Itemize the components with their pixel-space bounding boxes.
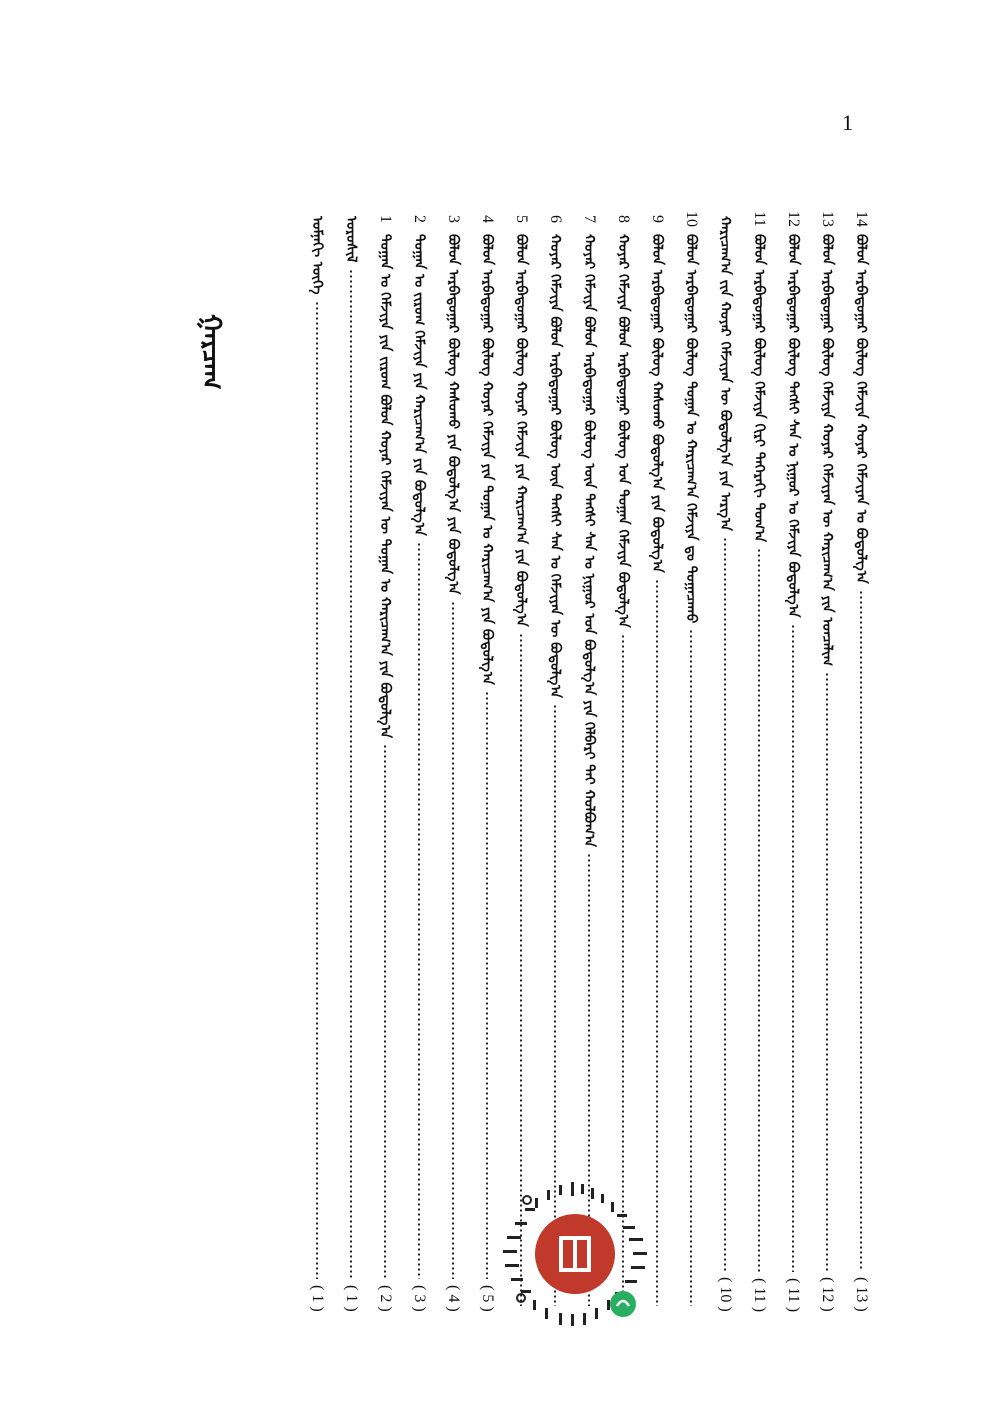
toc-entry-page: ( 10 ) (717, 1277, 734, 1312)
toc-entry-number: 9 (649, 215, 666, 223)
toc-entry-page: ( 4 ) (445, 1285, 462, 1312)
toc-entry-title: ᠪᠣᠯᠤᠨ ᠠᠷᠪᠠᠳᠤᠭᠠᠷ ᠪᠦᠯᠦᠭ ᠬᠡᠮᠵᠢᠶᠡ ᠬᠢᠷᠢ ᠳᠡᠭᠡᠷ… (751, 234, 767, 543)
toc-leader-dots (486, 690, 488, 1280)
toc-entry-number: 6 (547, 215, 564, 223)
toc-leader-dots (758, 548, 760, 1272)
toc-leader-dots (792, 623, 794, 1272)
toc-entry-page: ( 12 ) (819, 1277, 836, 1312)
toc-entry-title: ᠲᠣᠭᠠᠨ ᠤ ᠬᠡᠮᠵᠢᠶᠡ ᠶᠢᠨ ᠵᠢᠷᠤᠭ ᠪᠣᠯᠤᠨ ᠬᠣᠶᠠᠷ ᠬᠡ… (377, 234, 393, 739)
toc-entry-page: ( 5 ) (479, 1285, 496, 1312)
toc-leader-dots (656, 578, 658, 1306)
toc-entry-number: 3 (445, 215, 462, 223)
toc-leader-dots (350, 268, 352, 1280)
toc-entry-title: ᠤᠮᠨᠠᠬᠢ ᠦᠭᠡ (309, 216, 325, 295)
toc-leader-dots (418, 541, 420, 1280)
toc-entry-page: ( 1 ) (343, 1285, 360, 1312)
toc-entry-number: 5 (513, 215, 530, 223)
toc-entry-number: 14 (853, 211, 870, 227)
toc-entry[interactable]: 4 ᠪᠣᠯᠤᠨ ᠠᠷᠪᠠᠳᠤᠭᠠᠷ ᠪᠦᠯᠦᠭ ᠬᠣᠶᠠᠷ ᠬᠡᠮᠵᠢᠶᠡ ᠶᠢᠨ… (472, 210, 502, 1312)
toc-leader-dots (724, 537, 726, 1272)
toc-entry-number: 12 (785, 211, 802, 227)
toc-entry-title: ᠪᠣᠯᠤᠨ ᠠᠷᠪᠠᠳᠤᠭᠠᠷ ᠪᠦᠯᠦᠭ ᠬᠡᠮᠵᠢᠶᠡ ᠬᠣᠶᠠᠷ ᠬᠡᠮᠵ… (853, 234, 869, 584)
toc-entry-page: ( 1 ) (309, 1285, 326, 1312)
toc-entry-title: ᠬᠠᠷᠢᠴᠠᠭ᠎ᠠ ᠵᠢᠨ ᠬᠣᠶᠠᠷ ᠬᠡᠮᠵᠢᠶᠡᠨ ᠦ ᠪᠣᠳᠤᠯᠭ᠎ᠠ … (717, 216, 733, 532)
mini-program-code-icon[interactable] (497, 1180, 653, 1330)
toc-entry-title: ᠬᠣᠶᠠᠷ ᠬᠡᠮᠵᠢᠶᠡ ᠪᠣᠯᠤᠨ ᠠᠷᠪᠠᠳᠤᠭᠠᠷ ᠪᠦᠯᠦᠭ ᠦᠨ ᠲ… (547, 234, 563, 699)
toc-entry-number: 2 (411, 215, 428, 223)
toc-entry-page: ( 11 ) (785, 1277, 802, 1312)
toc-entry-title: ᠪᠣᠯᠤᠨ ᠠᠷᠪᠠᠳᠤᠭᠠᠷ ᠪᠦᠯᠦᠭ ᠬᠣᠶᠠᠷ ᠬᠡᠮᠵᠢᠶᠡ ᠶᠢᠨ … (479, 234, 495, 685)
toc-entry-title: ᠪᠣᠯᠤᠨ ᠠᠷᠪᠠᠳᠤᠭᠠᠷ ᠪᠦᠯᠦᠭ ᠬᠠᠰᠤᠬᠤ ᠪᠣᠳᠤᠯᠭ᠎ᠠ ᠶᠢ… (649, 234, 665, 573)
toc-leader-dots (384, 744, 386, 1280)
toc-entry[interactable]: 11 ᠪᠣᠯᠤᠨ ᠠᠷᠪᠠᠳᠤᠭᠠᠷ ᠪᠦᠯᠦᠭ ᠬᠡᠮᠵᠢᠶᠡ ᠬᠢᠷᠢ ᠳᠡᠭ… (744, 210, 774, 1312)
toc-entry-page: ( 13 ) (853, 1277, 870, 1312)
toc-entry-number: 11 (751, 211, 768, 227)
toc-entry-title: ᠪᠣᠯᠤᠨ ᠠᠷᠪᠠᠳᠤᠭᠠᠷ ᠪᠦᠯᠦᠭ ᠲᠣᠭᠠᠨ ᠤ ᠬᠠᠷᠢᠴᠠᠭ᠎ᠠ … (683, 234, 699, 624)
toc-entry[interactable]: 10 ᠪᠣᠯᠤᠨ ᠠᠷᠪᠠᠳᠤᠭᠠᠷ ᠪᠦᠯᠦᠭ ᠲᠣᠭᠠᠨ ᠤ ᠬᠠᠷᠢᠴᠠᠭ᠎… (676, 210, 706, 1312)
toc-entry-number: 13 (819, 211, 836, 227)
toc-leader-dots (588, 853, 590, 1306)
toc-leader-dots (826, 672, 828, 1272)
toc-entry-page: ( 3 ) (411, 1285, 428, 1312)
toc-entry-title: ᠪᠣᠯᠤᠨ ᠠᠷᠪᠠᠳᠤᠭᠠᠷ ᠪᠦᠯᠦᠭ ᠬᠣᠶᠠᠷ ᠬᠡᠮᠵᠢᠶᠡ ᠶᠢᠨ … (513, 234, 529, 627)
toc-entry[interactable]: 7 ᠬᠣᠶᠠᠷ ᠬᠡᠮᠵᠢᠶᠡ ᠪᠣᠯᠤᠨ ᠠᠷᠪᠠᠳᠤᠭᠠᠷ ᠪᠦᠯᠦᠭ ᠦᠨ … (574, 210, 604, 1312)
toc-entry-number: 1 (377, 215, 394, 223)
toc-entry-page: ( 11 ) (751, 1277, 768, 1312)
toc-entry[interactable]: 12 ᠪᠣᠯᠤᠨ ᠠᠷᠪᠠᠳᠤᠭᠠᠷ ᠪᠦᠯᠦᠭ ᠲᠡᠭᠰᠢ ᠰᠠᠨ ᠤ ᠨᠢᠭᠤ… (778, 210, 808, 1312)
toc-entry-title: ᠪᠣᠯᠤᠨ ᠠᠷᠪᠠᠳᠤᠭᠠᠷ ᠪᠦᠯᠦᠭ ᠲᠡᠭᠰᠢ ᠰᠠᠨ ᠤ ᠨᠢᠭᠤᠷ … (785, 234, 801, 618)
toc-entry-title: ᠪᠣᠯᠤᠨ ᠠᠷᠪᠠᠳᠤᠭᠠᠷ ᠪᠦᠯᠦᠭ ᠬᠡᠮᠵᠢᠶᠡ ᠬᠣᠶᠠᠷ ᠬᠡᠮᠵ… (819, 234, 835, 667)
toc-entry-number: 10 (683, 211, 700, 227)
miniprogram-badge-icon (610, 1291, 636, 1317)
toc-entry-page: ( 2 ) (377, 1285, 394, 1312)
toc-entry[interactable]: 3 ᠪᠣᠯᠤᠨ ᠠᠷᠪᠠᠳᠤᠭᠠᠷ ᠪᠦᠯᠦᠭ ᠬᠠᠰᠤᠬᠤ ᠶᠢᠨ ᠪᠣᠳᠤᠯᠭ… (438, 210, 468, 1312)
toc-entry[interactable]: 2 ᠲᠣᠭᠠᠨ ᠤ ᠵᠢᠷᠤᠭ ᠬᠡᠮᠵᠢᠶᠡ ᠶᠢᠨ ᠬᠠᠷᠢᠴᠠᠭ᠎ᠠ ᠶᠢᠨ… (404, 210, 434, 1312)
toc-title: ᠭᠠᠷᠴᠠᠭ (196, 314, 226, 390)
toc-entry[interactable]: ᠣᠷᠣᠰᠢᠯ ( 1 ) (336, 210, 366, 1312)
toc-entry[interactable]: 14 ᠪᠣᠯᠤᠨ ᠠᠷᠪᠠᠳᠤᠭᠠᠷ ᠪᠦᠯᠦᠭ ᠬᠡᠮᠵᠢᠶᠡ ᠬᠣᠶᠠᠷ ᠬᠡ… (846, 210, 876, 1312)
toc-leader-dots (520, 632, 522, 1306)
toc-leader-dots (554, 704, 556, 1306)
toc-entry[interactable]: 8 ᠬᠣᠶᠠᠷ ᠬᠡᠮᠵᠢᠶᠡ ᠪᠣᠯᠤᠨ ᠠᠷᠪᠠᠳᠤᠭᠠᠷ ᠪᠦᠯᠦᠭ ᠤᠨ … (608, 210, 638, 1312)
toc-entry-number: 4 (479, 215, 496, 223)
toc-entry[interactable]: ᠬᠠᠷᠢᠴᠠᠭ᠎ᠠ ᠵᠢᠨ ᠬᠣᠶᠠᠷ ᠬᠡᠮᠵᠢᠶᠡᠨ ᠦ ᠪᠣᠳᠤᠯᠭ᠎ᠠ … (710, 210, 740, 1312)
page-number: 1 (842, 110, 853, 135)
toc-entry[interactable]: 13 ᠪᠣᠯᠤᠨ ᠠᠷᠪᠠᠳᠤᠭᠠᠷ ᠪᠦᠯᠦᠭ ᠬᠡᠮᠵᠢᠶᠡ ᠬᠣᠶᠠᠷ ᠬᠡ… (812, 210, 842, 1312)
toc-leader-dots (452, 600, 454, 1280)
toc-entry[interactable]: 9 ᠪᠣᠯᠤᠨ ᠠᠷᠪᠠᠳᠤᠭᠠᠷ ᠪᠦᠯᠦᠭ ᠬᠠᠰᠤᠬᠤ ᠪᠣᠳᠤᠯᠭ᠎ᠠ ᠶ… (642, 210, 672, 1312)
toc-leader-dots (316, 300, 318, 1280)
toc-entry-title: ᠪᠣᠯᠤᠨ ᠠᠷᠪᠠᠳᠤᠭᠠᠷ ᠪᠦᠯᠦᠭ ᠬᠠᠰᠤᠬᠤ ᠶᠢᠨ ᠪᠣᠳᠤᠯᠭ᠎… (445, 234, 461, 595)
toc-entry-number: 7 (581, 215, 598, 223)
toc-entry-title: ᠲᠣᠭᠠᠨ ᠤ ᠵᠢᠷᠤᠭ ᠬᠡᠮᠵᠢᠶᠡ ᠶᠢᠨ ᠬᠠᠷᠢᠴᠠᠭ᠎ᠠ ᠶᠢᠨ … (411, 234, 427, 536)
toc-entry[interactable]: 6 ᠬᠣᠶᠠᠷ ᠬᠡᠮᠵᠢᠶᠡ ᠪᠣᠯᠤᠨ ᠠᠷᠪᠠᠳᠤᠭᠠᠷ ᠪᠦᠯᠦᠭ ᠦᠨ … (540, 210, 570, 1312)
toc-entry[interactable]: ᠤᠮᠨᠠᠬᠢ ᠦᠭᠡ ( 1 ) (302, 210, 332, 1312)
toc-entry-title: ᠣᠷᠣᠰᠢᠯ (343, 216, 359, 263)
toc-entry-title: ᠬᠣᠶᠠᠷ ᠬᠡᠮᠵᠢᠶᠡ ᠪᠣᠯᠤᠨ ᠠᠷᠪᠠᠳᠤᠭᠠᠷ ᠪᠦᠯᠦᠭ ᠤᠨ ᠲ… (615, 234, 631, 628)
toc-entry-number: 8 (615, 215, 632, 223)
toc-entry[interactable]: 1 ᠲᠣᠭᠠᠨ ᠤ ᠬᠡᠮᠵᠢᠶᠡ ᠶᠢᠨ ᠵᠢᠷᠤᠭ ᠪᠣᠯᠤᠨ ᠬᠣᠶᠠᠷ ᠬ… (370, 210, 400, 1312)
toc-leader-dots (622, 633, 624, 1306)
toc-leader-dots (690, 629, 692, 1306)
toc-leader-dots (860, 589, 862, 1272)
toc-entry-title: ᠬᠣᠶᠠᠷ ᠬᠡᠮᠵᠢᠶᠡ ᠪᠣᠯᠤᠨ ᠠᠷᠪᠠᠳᠤᠭᠠᠷ ᠪᠦᠯᠦᠭ ᠦᠨ ᠲ… (581, 234, 597, 848)
toc-entry[interactable]: 5 ᠪᠣᠯᠤᠨ ᠠᠷᠪᠠᠳᠤᠭᠠᠷ ᠪᠦᠯᠦᠭ ᠬᠣᠶᠠᠷ ᠬᠡᠮᠵᠢᠶᠡ ᠶᠢᠨ… (506, 210, 536, 1312)
